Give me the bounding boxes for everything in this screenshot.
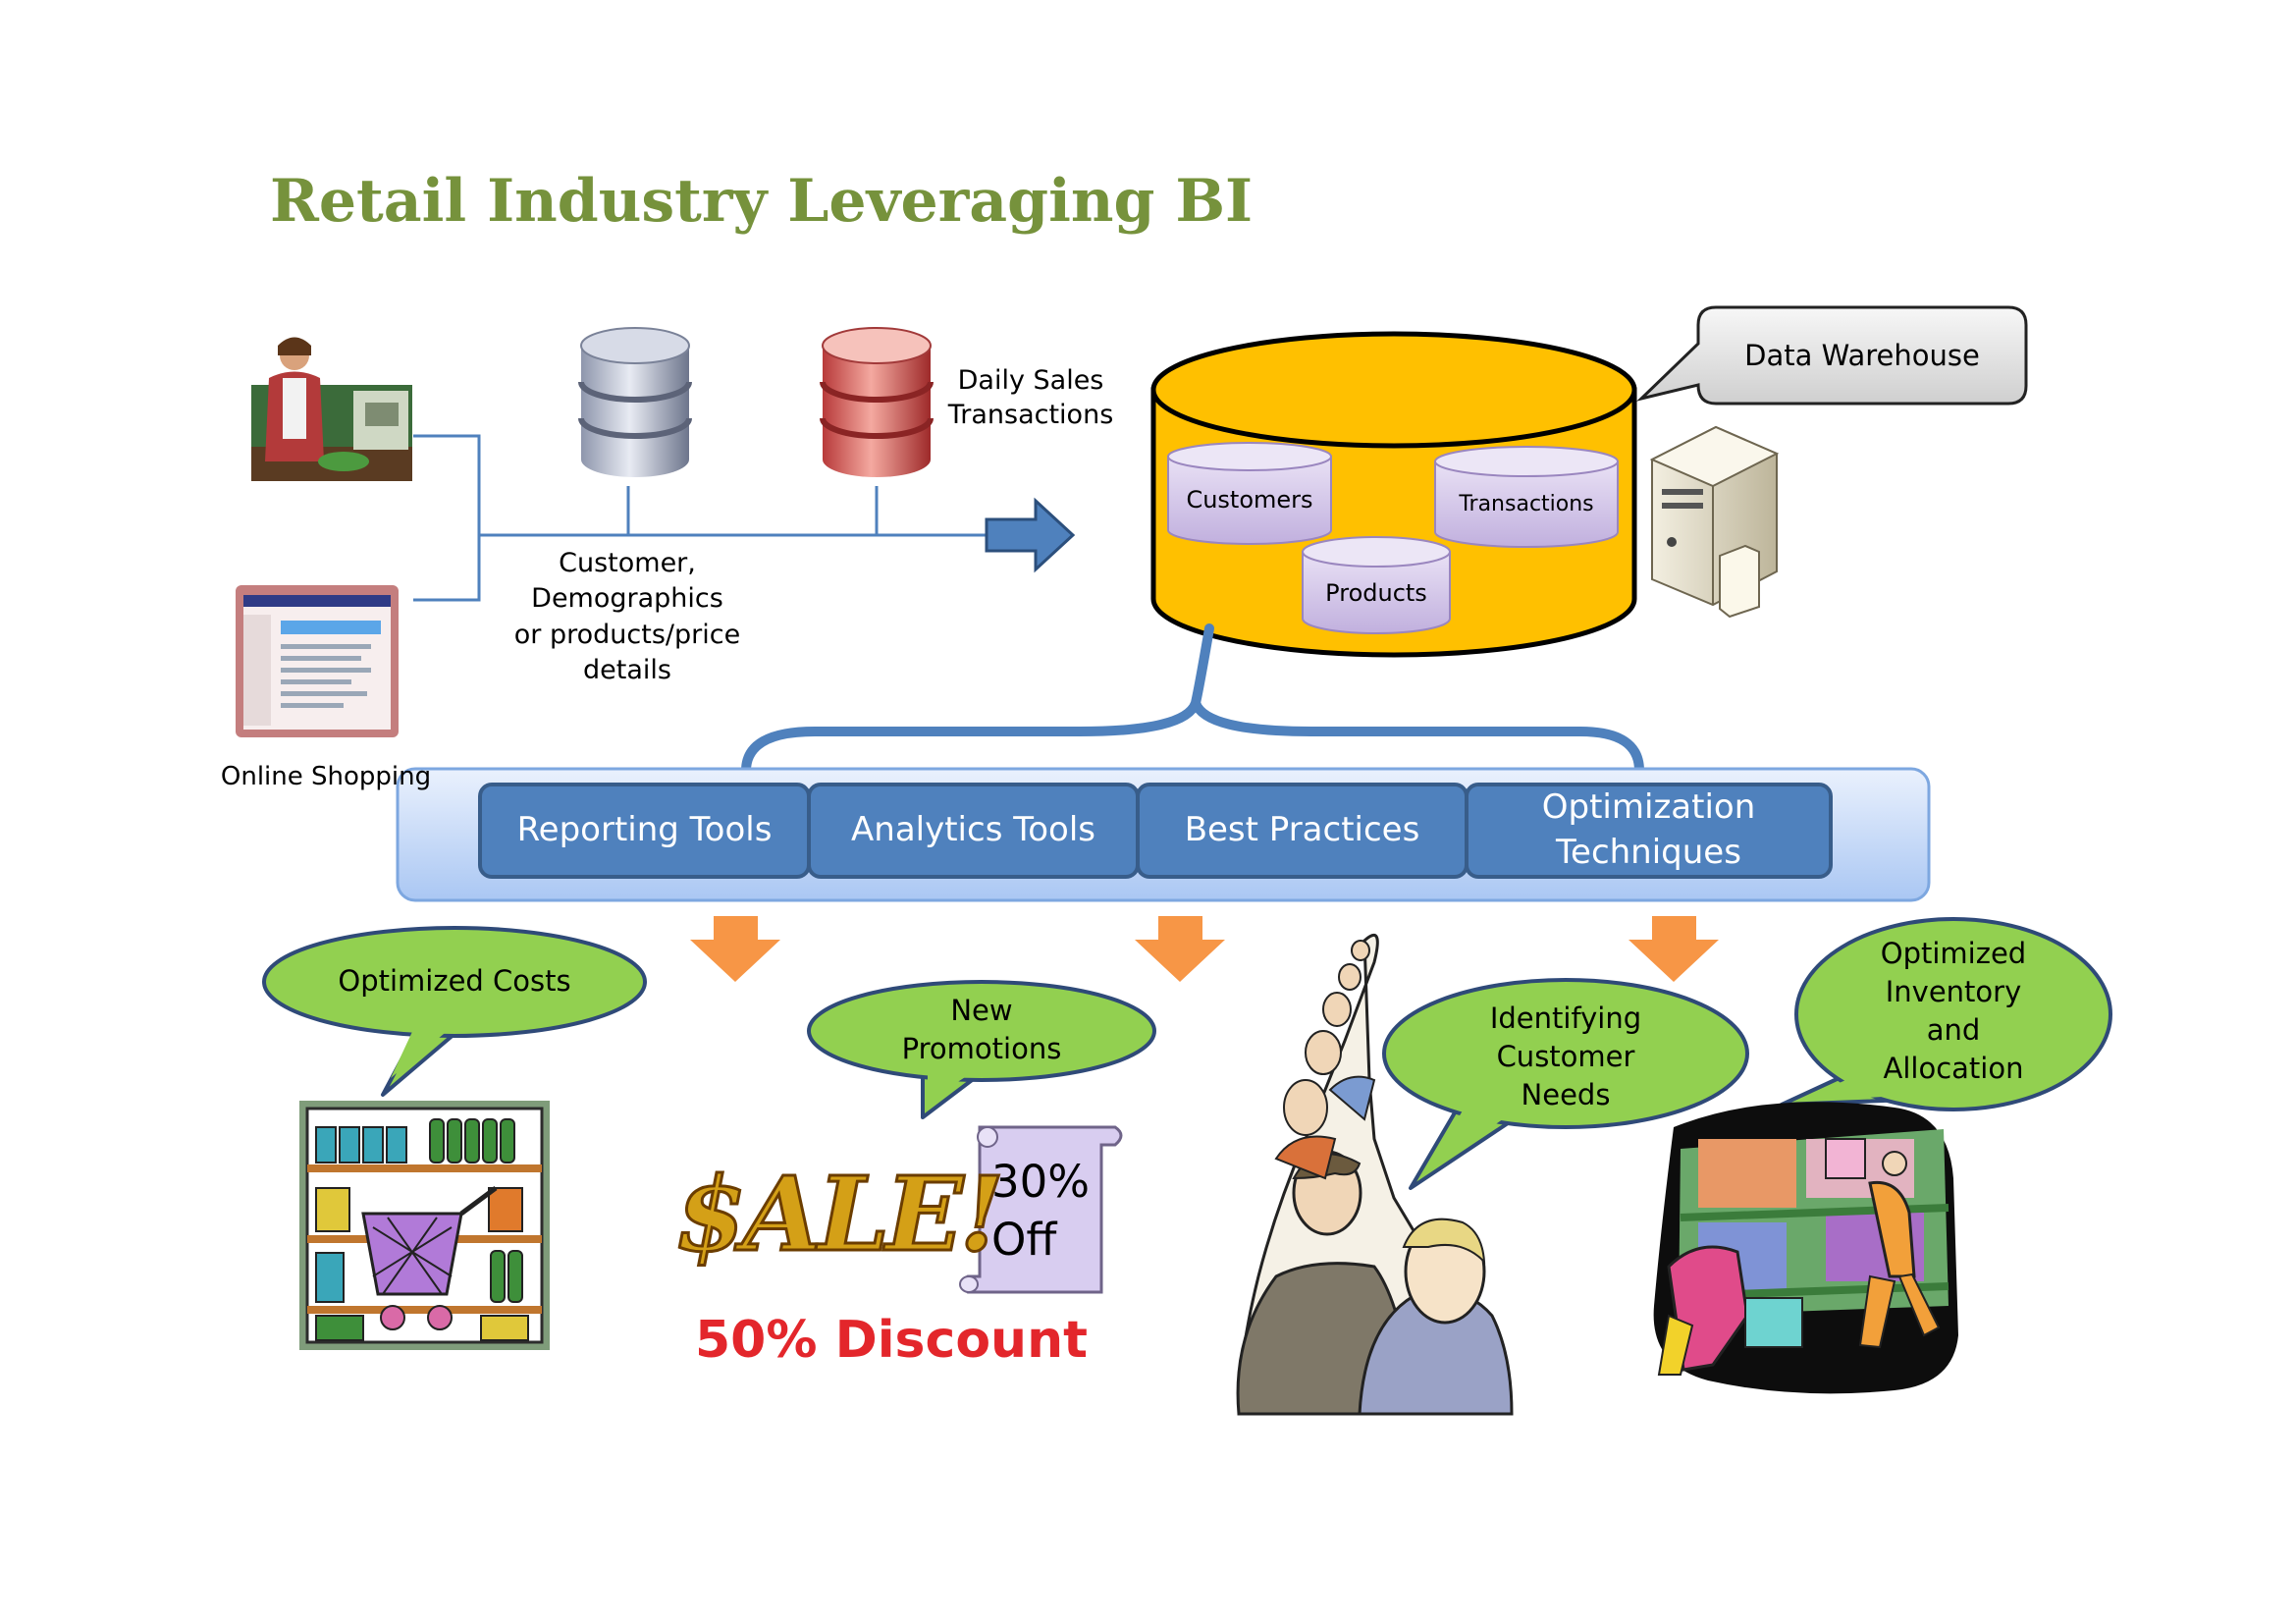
optimized-costs-bubble <box>262 926 647 1097</box>
crowd-illustration <box>1236 934 1514 1416</box>
customer-needs-line-1: Identifying <box>1489 1001 1642 1035</box>
optimization-techniques-button[interactable]: Optimization Techniques <box>1465 783 1833 879</box>
daily-sales-line-2: Transactions <box>947 400 1114 431</box>
new-promotions-line-2: Promotions <box>901 1032 1062 1066</box>
customer-demographics-line-2: Demographics <box>531 583 723 615</box>
page-title: Retail Industry Leveraging BI <box>270 167 1254 236</box>
customer-database-icon <box>578 327 692 477</box>
products-table-label: Products <box>1325 579 1427 607</box>
flow-arrow <box>985 497 1076 573</box>
customer-demographics-line-4: details <box>583 655 671 686</box>
customers-table-cylinder <box>1167 442 1332 545</box>
customer-needs-text: Identifying Customer Needs <box>1428 1000 1703 1114</box>
optimized-costs-text: Optimized Costs <box>338 964 571 998</box>
inventory-text: Optimized Inventory and Allocation <box>1836 935 2071 1089</box>
customer-demographics-line-3: or products/price <box>513 619 741 650</box>
customer-needs-line-3: Needs <box>1521 1078 1611 1112</box>
daily-sales-label: Daily Sales Transactions <box>937 363 1124 432</box>
reporting-tools-button[interactable]: Reporting Tools <box>478 783 811 879</box>
inventory-line-1: Optimized <box>1880 937 2027 970</box>
orange-arrow-1 <box>690 916 780 982</box>
customers-table-label: Customers <box>1186 486 1313 514</box>
server-icon <box>1649 425 1780 619</box>
transactions-table-label: Transactions <box>1459 492 1594 516</box>
discount-label: 50% Discount <box>695 1311 1088 1370</box>
inventory-workers-illustration <box>1653 1102 1958 1394</box>
source-connectors <box>413 434 987 602</box>
customer-demographics-line-1: Customer, <box>559 548 696 578</box>
new-promotions-text: New Promotions <box>844 992 1119 1068</box>
transactions-table-cylinder <box>1434 446 1619 548</box>
inventory-line-3: and <box>1926 1013 1981 1048</box>
inventory-line-4: Allocation <box>1883 1052 2024 1086</box>
new-promotions-bubble <box>807 980 1156 1119</box>
scroll-line-1: 30% <box>991 1156 1091 1208</box>
best-practices-button[interactable]: Best Practices <box>1136 783 1468 879</box>
cashier-icon <box>251 337 412 481</box>
daily-sales-line-1: Daily Sales <box>957 365 1104 396</box>
data-warehouse-callout <box>1635 305 2028 406</box>
orange-arrow-2 <box>1135 916 1225 982</box>
discount-scroll <box>959 1125 1123 1294</box>
online-shopping-icon <box>236 585 399 737</box>
sale-graphic: $ALE! <box>673 1153 1005 1276</box>
online-shopping-label: Online Shopping <box>220 762 432 791</box>
customer-needs-bubble <box>1382 978 1749 1190</box>
scroll-text: 30% Off <box>991 1154 1090 1269</box>
new-promotions-line-1: New <box>950 994 1013 1027</box>
customer-needs-line-2: Customer <box>1496 1040 1635 1074</box>
inventory-line-2: Inventory <box>1885 975 2022 1009</box>
scroll-line-2: Off <box>991 1213 1057 1266</box>
data-warehouse-callout-label: Data Warehouse <box>1744 339 1980 372</box>
products-table-cylinder <box>1302 536 1451 634</box>
grocery-cart-illustration <box>299 1101 550 1350</box>
sales-database-icon <box>820 327 934 477</box>
customer-demographics-label: Customer, Demographics or products/price… <box>491 546 764 689</box>
analytics-tools-button[interactable]: Analytics Tools <box>807 783 1140 879</box>
orange-arrow-3 <box>1629 916 1719 982</box>
warehouse-brace <box>741 623 1644 776</box>
inventory-bubble <box>1780 917 2112 1111</box>
